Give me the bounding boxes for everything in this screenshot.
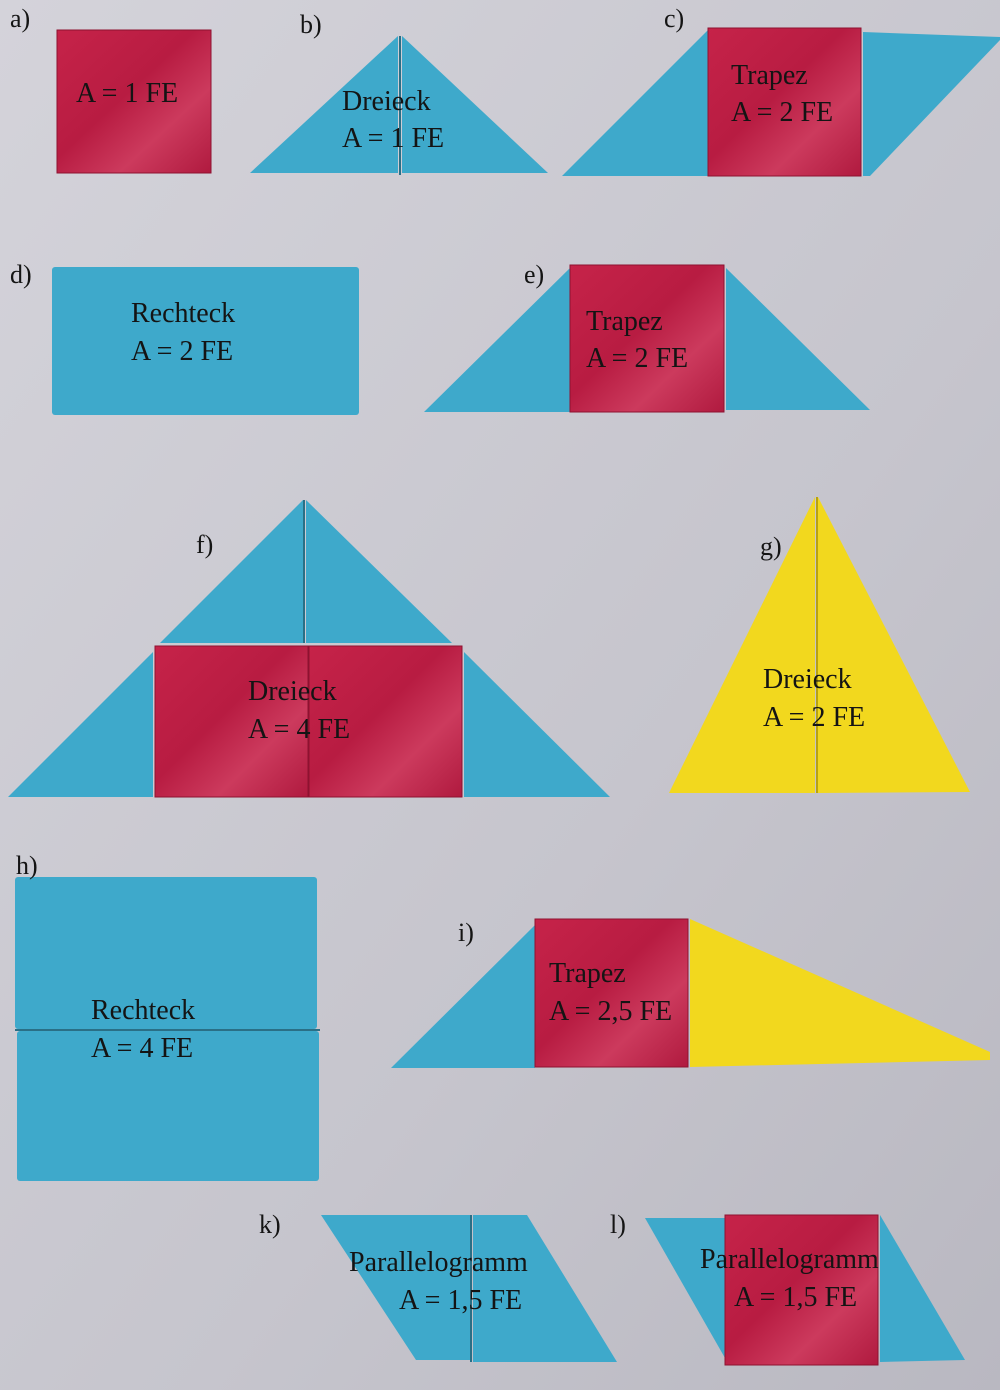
name-g: Dreieck — [763, 664, 852, 695]
area-h: A = 4 FE — [91, 1033, 194, 1064]
blue-half-square-right — [473, 1215, 617, 1362]
figure-e-trapezoid — [424, 264, 870, 413]
blue-rectangle-tile-top — [15, 877, 317, 1029]
name-i: Trapez — [549, 958, 626, 989]
red-square-tile — [707, 27, 862, 177]
blue-rectangle-tile — [52, 267, 359, 415]
red-square-tile — [56, 29, 212, 174]
area-f: A = 4 FE — [248, 714, 351, 745]
area-c: A = 2 FE — [731, 97, 834, 128]
blue-half-triangle-bottom-right — [464, 652, 610, 797]
red-square-tile-left — [154, 645, 309, 798]
label-k: k) — [259, 1210, 281, 1239]
name-c: Trapez — [731, 60, 808, 91]
yellow-half-triangle-right — [818, 497, 970, 793]
blue-half-triangle-top-left — [160, 500, 303, 643]
name-h: Rechteck — [91, 995, 196, 1026]
red-square-tile — [724, 1214, 879, 1366]
figure-k-parallelogram — [321, 1215, 617, 1362]
yellow-triangle-tile — [690, 919, 990, 1067]
label-b: b) — [300, 10, 322, 39]
figure-c-trapezoid — [562, 27, 1000, 177]
label-e: e) — [524, 260, 545, 289]
area-d: A = 2 FE — [131, 336, 234, 367]
figure-g-triangle — [669, 497, 970, 793]
blue-half-triangle-left — [391, 925, 535, 1068]
blue-half-triangle-right — [402, 36, 548, 173]
figure-i-trapezoid — [391, 918, 990, 1068]
blue-rectangle-tile-bottom — [17, 1031, 319, 1181]
figure-f-triangle — [8, 500, 610, 798]
blue-half-triangle-left — [424, 268, 570, 412]
label-g: g) — [760, 532, 782, 561]
name-f: Dreieck — [248, 676, 337, 707]
area-i: A = 2,5 FE — [549, 996, 673, 1027]
blue-half-triangle-left — [645, 1218, 725, 1358]
yellow-half-triangle-left — [669, 497, 815, 793]
label-c: c) — [664, 4, 685, 33]
blue-half-triangle-top-right — [306, 500, 452, 643]
blue-half-square-left — [321, 1215, 470, 1360]
blue-half-triangle-left — [562, 30, 708, 176]
area-a: A = 1 FE — [76, 78, 179, 109]
label-f: f) — [196, 530, 214, 559]
blue-half-triangle-right — [726, 268, 870, 410]
area-g: A = 2 FE — [763, 702, 866, 733]
red-square-tile — [534, 918, 689, 1068]
name-e: Trapez — [586, 306, 663, 337]
name-d: Rechteck — [131, 298, 236, 329]
figure-b-triangle — [250, 36, 548, 175]
name-b: Dreieck — [342, 86, 431, 117]
red-square-tile — [569, 264, 725, 413]
figure-h-rectangle — [15, 877, 320, 1181]
label-i: i) — [458, 918, 474, 947]
label-a: a) — [10, 4, 31, 33]
name-l: Parallelogramm — [700, 1244, 879, 1275]
area-b: A = 1 FE — [342, 123, 445, 154]
figure-d-rectangle — [52, 267, 359, 415]
area-l: A = 1,5 FE — [734, 1282, 858, 1313]
red-square-tile-right — [308, 645, 463, 798]
blue-half-triangle-right — [863, 32, 1000, 176]
blue-half-triangle-bottom-left — [8, 652, 153, 797]
blue-half-triangle-left — [250, 36, 398, 173]
area-e: A = 2 FE — [586, 343, 689, 374]
blue-half-triangle-right — [880, 1215, 965, 1362]
label-l: l) — [610, 1210, 626, 1239]
area-k: A = 1,5 FE — [399, 1285, 523, 1316]
figure-a-square — [56, 29, 212, 174]
figure-l-parallelogram — [645, 1214, 965, 1366]
name-k: Parallelogramm — [349, 1247, 528, 1278]
label-d: d) — [10, 260, 32, 289]
label-h: h) — [16, 851, 38, 880]
